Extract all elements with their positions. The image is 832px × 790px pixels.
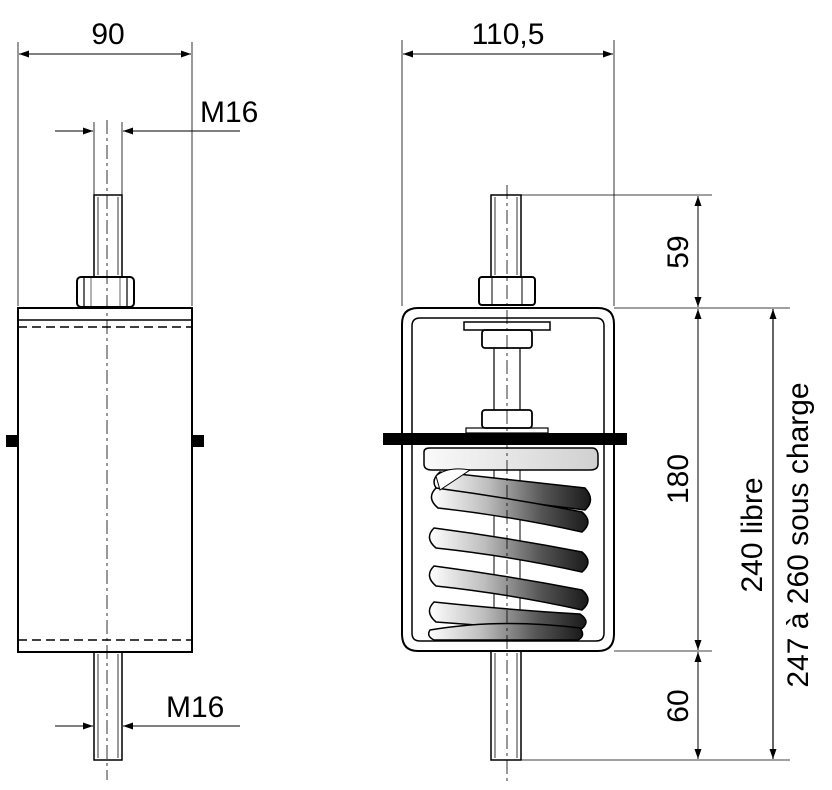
side-view — [383, 185, 627, 785]
side-bottom-rod — [490, 650, 522, 761]
total-free-label: 240 libre — [736, 477, 769, 592]
side-mounting-plate — [383, 433, 627, 445]
spring-coil-3 — [428, 565, 589, 611]
side-top-rod — [490, 194, 522, 278]
side-width-label: 110,5 — [472, 18, 545, 51]
front-width-label: 90 — [91, 18, 124, 51]
thread-top-dimension: M16 — [55, 96, 258, 195]
side-stirrup — [401, 307, 615, 652]
front-width-dimension: 90 — [17, 18, 193, 306]
top-rod-height-label: 59 — [662, 235, 695, 268]
total-loaded-label: 247 à 260 sous charge — [782, 382, 815, 687]
spring-base — [427, 622, 584, 641]
front-top-nut — [76, 276, 135, 308]
front-view — [6, 120, 204, 780]
total-height-dimension: 240 libre 247 à 260 sous charge — [736, 309, 815, 759]
side-spring — [427, 468, 592, 641]
front-top-rod — [93, 194, 123, 278]
spring-coil-2 — [428, 527, 589, 573]
front-bottom-rod — [93, 651, 123, 761]
spring-coil — [433, 471, 592, 511]
thread-top-label: M16 — [200, 96, 258, 129]
spring-top-end — [435, 468, 472, 491]
thread-bottom-dimension: M16 — [55, 691, 240, 730]
spring-coil-1 — [430, 487, 589, 533]
side-inner-rod — [493, 348, 521, 410]
bottom-rod-dimension: 60 — [662, 652, 702, 759]
bottom-rod-height-label: 60 — [662, 689, 695, 722]
thread-bottom-label: M16 — [166, 691, 224, 724]
vertical-extension-lines — [521, 194, 790, 761]
side-width-dimension: 110,5 — [401, 18, 615, 306]
body-height-dimension: 180 — [662, 309, 702, 650]
body-height-label: 180 — [662, 454, 695, 504]
side-spring-cap — [423, 447, 599, 471]
top-rod-dimension: 59 — [662, 196, 702, 307]
front-housing — [6, 307, 204, 653]
